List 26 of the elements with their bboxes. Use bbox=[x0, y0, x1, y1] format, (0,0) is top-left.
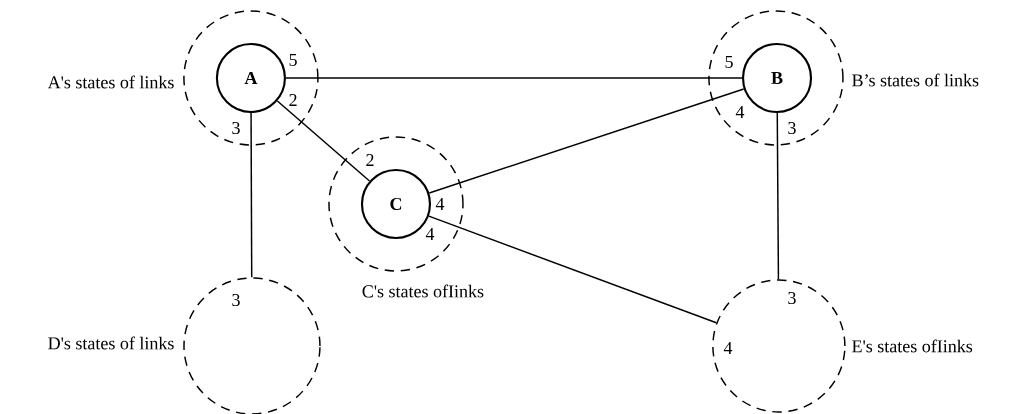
port-number: 5 bbox=[289, 54, 297, 66]
dashed-circle bbox=[328, 136, 464, 272]
node-caption: C's states ofIinks bbox=[362, 284, 484, 298]
port-number: 3 bbox=[232, 293, 240, 307]
port-number: 2 bbox=[366, 154, 374, 166]
port-number: 4 bbox=[425, 228, 435, 240]
port-number: 5 bbox=[725, 56, 733, 68]
dashed-circle bbox=[712, 279, 846, 413]
link-line bbox=[250, 112, 253, 278]
port-number: 3 bbox=[232, 121, 240, 135]
link-line bbox=[285, 77, 743, 79]
dashed-circle bbox=[183, 10, 319, 146]
link-line bbox=[276, 100, 371, 182]
node-caption: E's states ofIinks bbox=[852, 339, 973, 353]
port-number: 3 bbox=[788, 121, 796, 135]
node-caption: A's states of links bbox=[47, 75, 174, 89]
port-number: 3 bbox=[788, 291, 796, 305]
port-number: 4 bbox=[723, 342, 733, 354]
node-caption: D's states of links bbox=[48, 336, 174, 350]
link-line bbox=[428, 88, 745, 194]
port-number: 2 bbox=[289, 94, 297, 106]
dashed-circle bbox=[708, 10, 844, 146]
link-line bbox=[428, 215, 718, 324]
port-number: 4 bbox=[435, 198, 445, 210]
link-line bbox=[776, 112, 780, 280]
node-caption: B’s states of links bbox=[852, 73, 979, 87]
